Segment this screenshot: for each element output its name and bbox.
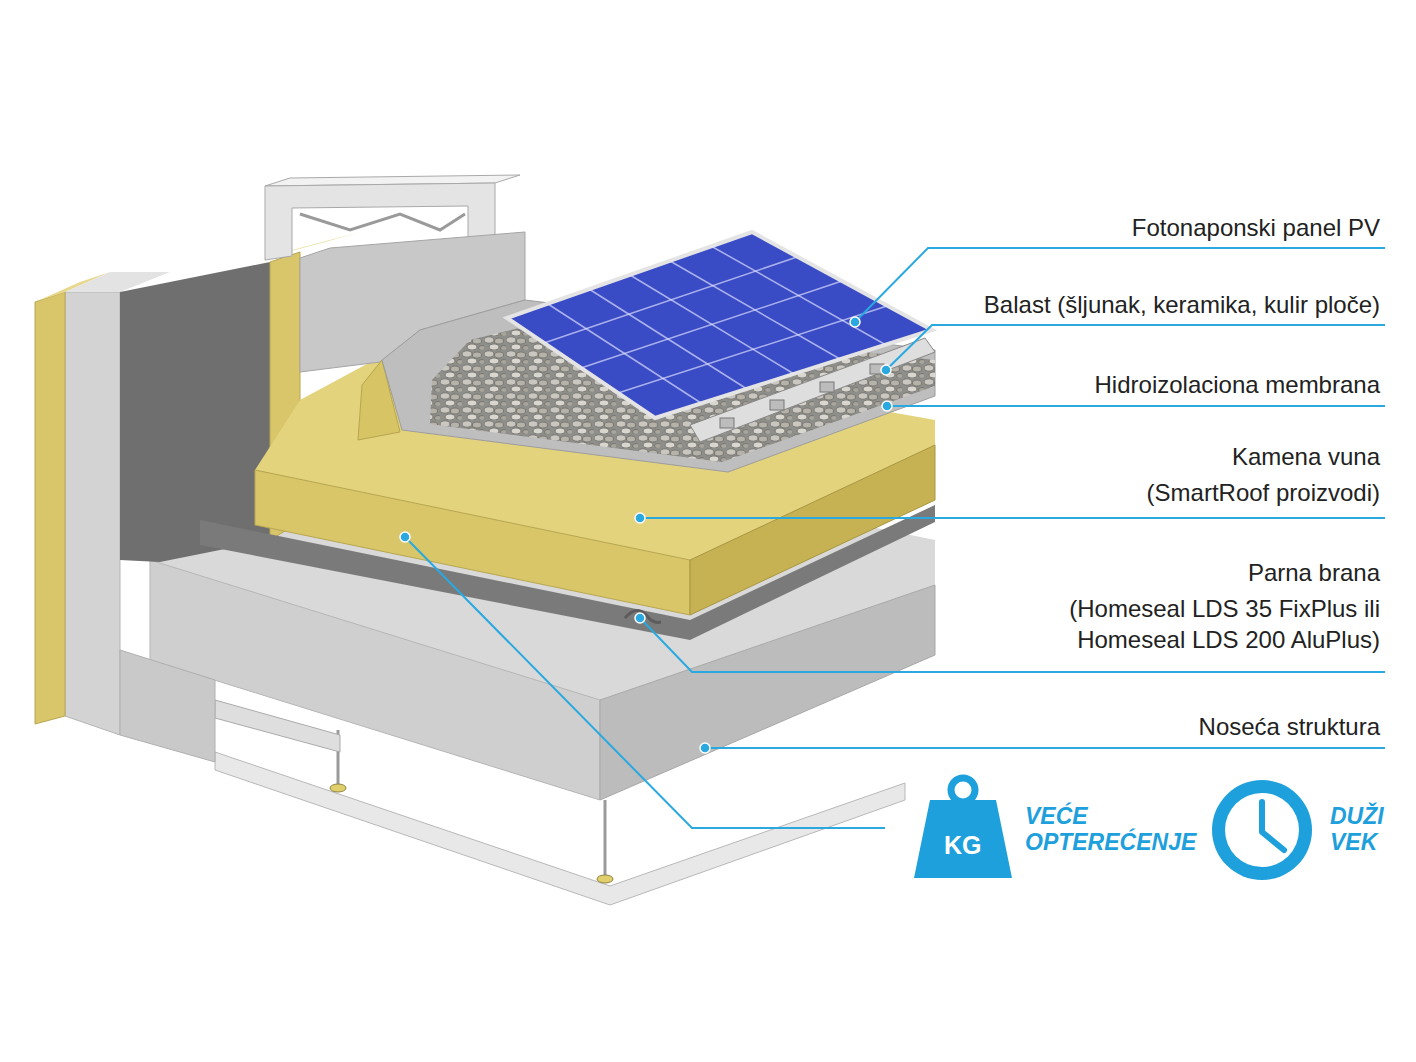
leader-dot: [882, 401, 892, 411]
benefit-label: DUŽI VEK: [1330, 803, 1384, 855]
leader-dots: [400, 317, 892, 753]
clock-hands: [1262, 802, 1284, 850]
wool-front: [255, 470, 690, 615]
hanger-foot: [330, 784, 346, 792]
leader-dot: [635, 513, 645, 523]
hanger: [604, 800, 607, 875]
part-label: Parna brana: [1248, 557, 1380, 588]
leader-dot: [881, 365, 891, 375]
vapour-barrier-curl: [625, 610, 661, 622]
pv-grid-line: [544, 257, 797, 343]
part-label: Hidroizolaciona membrana: [1095, 369, 1380, 400]
leader-line: [705, 747, 1385, 749]
wall-insulation: [35, 292, 65, 724]
leader-lines: [405, 248, 1385, 828]
leader-line: [886, 325, 1385, 370]
benefit-label: VEĆE OPTEREĆENJE: [1025, 803, 1196, 855]
wall-membrane: [120, 262, 270, 562]
part-label: Balast (šljunak, keramika, kulir ploče): [984, 289, 1380, 320]
leader-line: [405, 537, 885, 828]
part-label: Fotonaponski panel PV: [1132, 212, 1380, 243]
leader-line: [887, 405, 1385, 407]
rail-clip: [720, 418, 734, 428]
leader-dot: [850, 317, 860, 327]
hanger-foot: [597, 875, 613, 883]
pv-grid-line: [581, 281, 842, 368]
pv-grid: [544, 246, 887, 403]
weight-icon: [914, 800, 1012, 878]
part-label: Kamena vuna: [1232, 441, 1380, 472]
part-note: (SmartRoof proizvodi): [1147, 477, 1380, 508]
clock-face: [1225, 793, 1299, 867]
part-label: Noseća struktura: [1199, 711, 1380, 742]
leader-dot: [700, 743, 710, 753]
leader-dot: [400, 532, 410, 542]
leader-dot: [635, 613, 645, 623]
beam-front: [120, 650, 215, 762]
pv-panel: [507, 232, 932, 418]
rail-clip: [820, 382, 834, 392]
weight-handle: [951, 778, 975, 802]
clock-icon: [1212, 780, 1312, 880]
part-note: (Homeseal LDS 35 FixPlus ili Homeseal LD…: [1035, 593, 1380, 655]
leader-line: [640, 517, 1385, 519]
rail-clip: [770, 400, 784, 410]
leader-line: [855, 248, 1385, 322]
icon-text: KG: [944, 831, 982, 859]
pv-grid-line: [618, 306, 887, 393]
coping-profile: [300, 214, 465, 230]
wall-front: [65, 292, 120, 735]
